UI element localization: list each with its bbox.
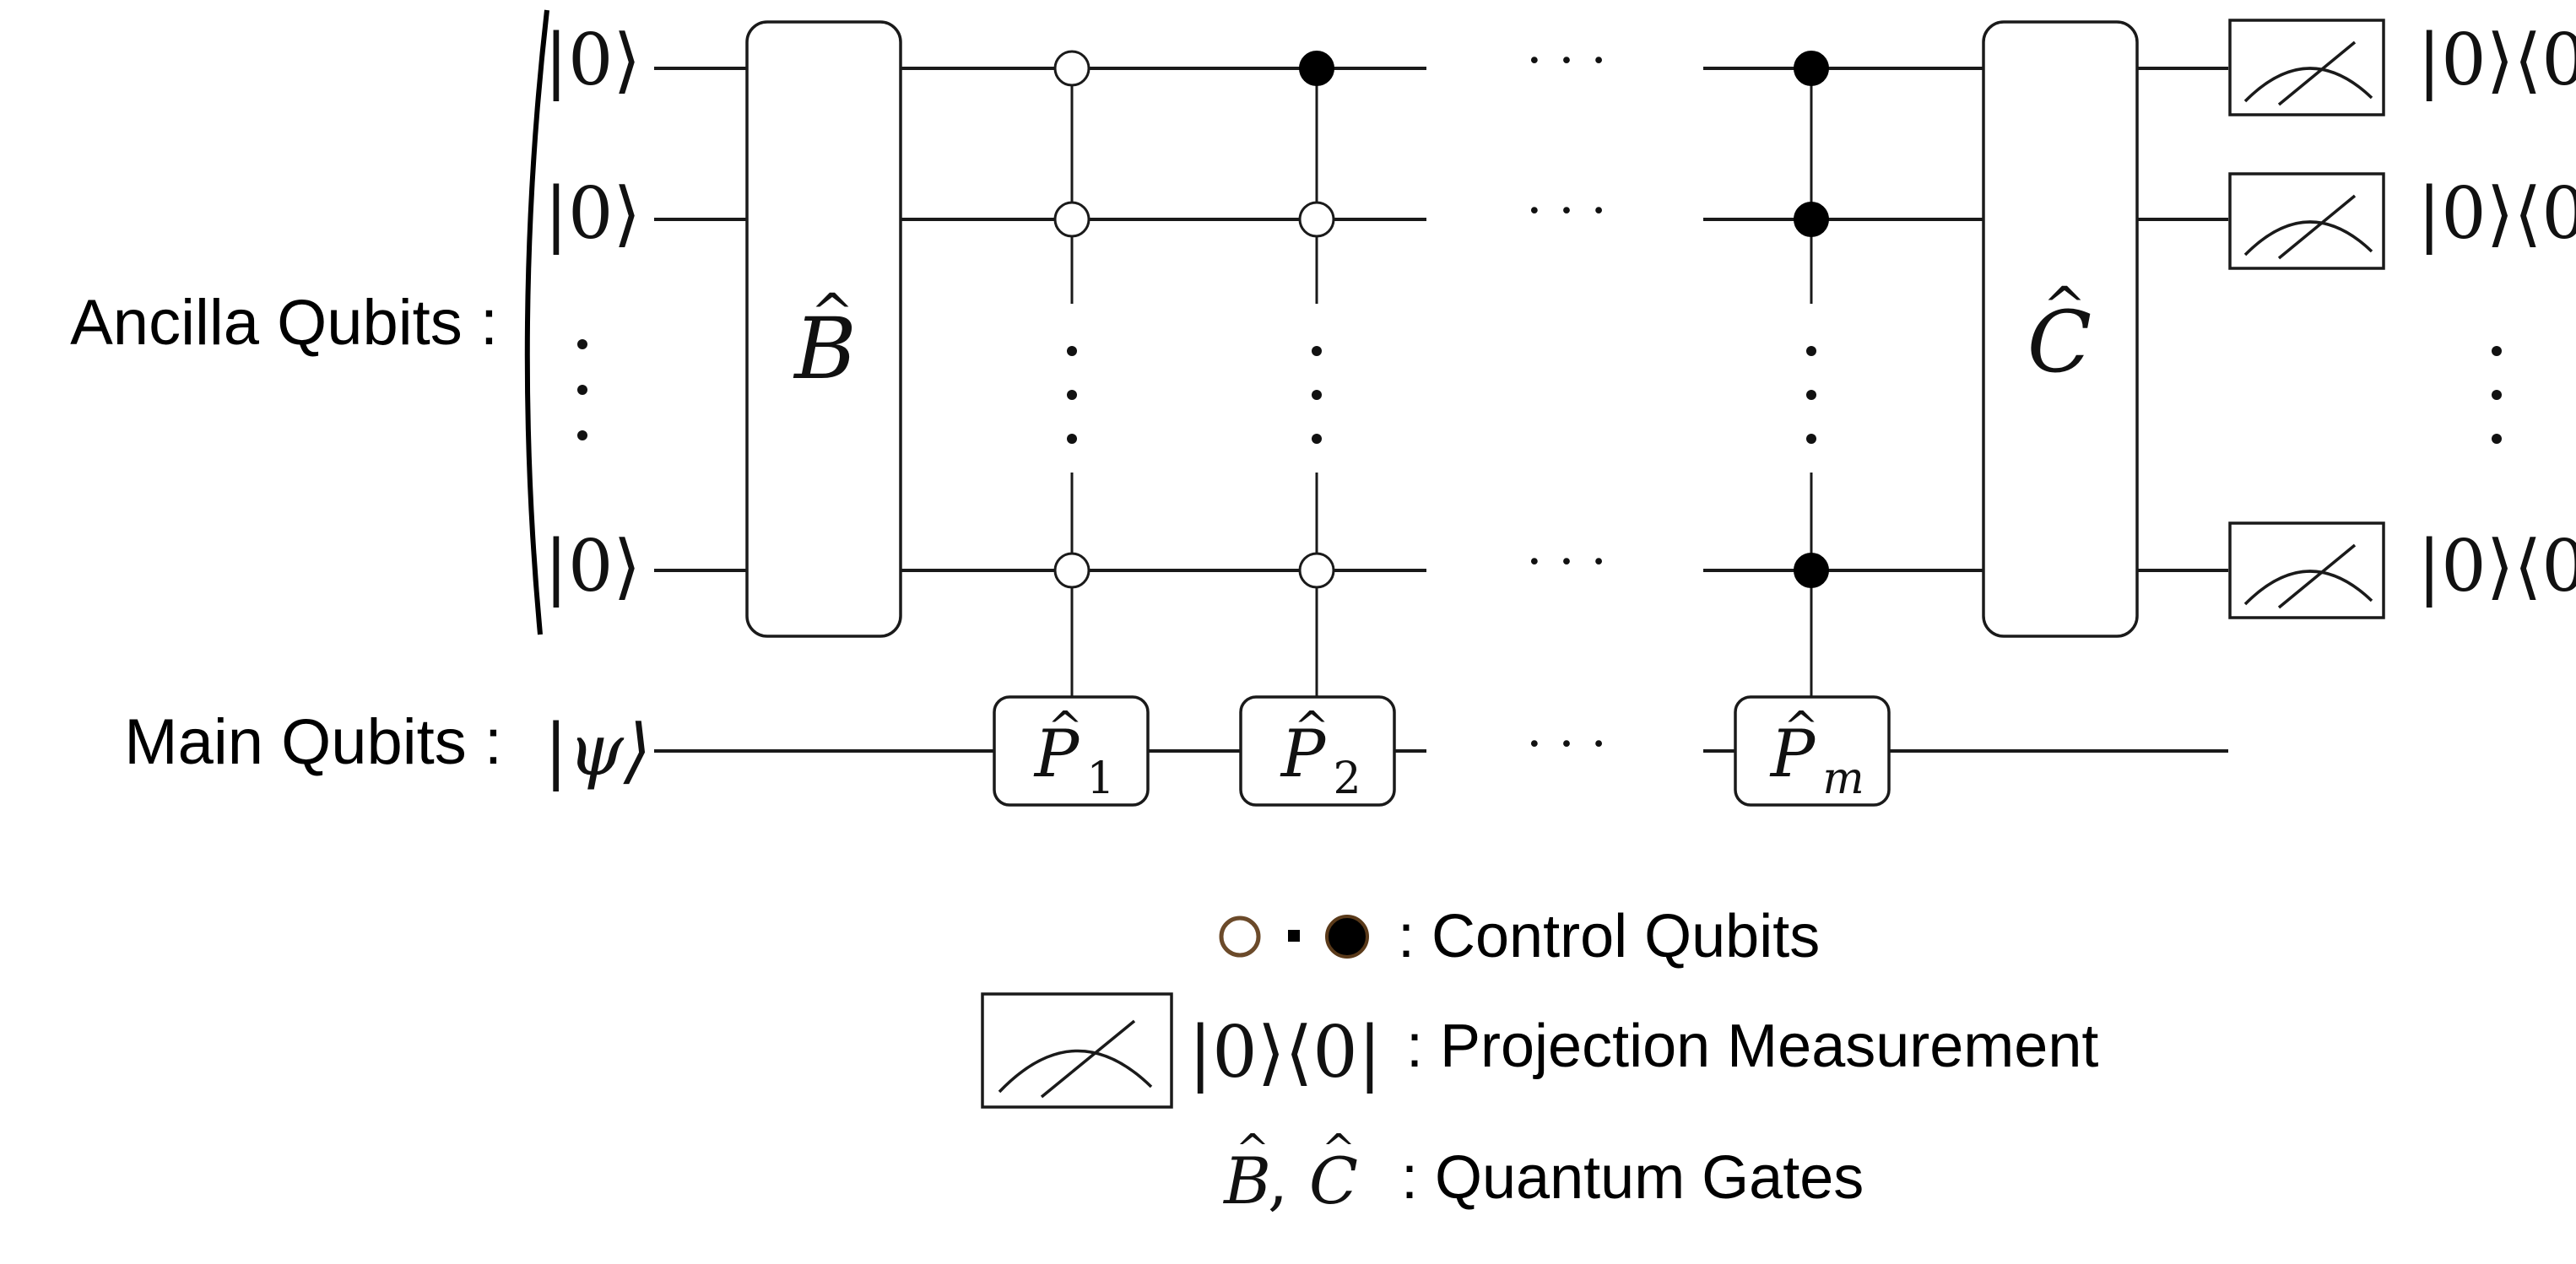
ellipsis-main: · · · [1526, 715, 1606, 774]
open-control-icon [1298, 552, 1335, 589]
filled-control-icon [1794, 553, 1829, 588]
svg-text:C: C [2027, 293, 2092, 392]
open-control-icon [1053, 50, 1090, 87]
output-label-2: |0⟩⟨0| [2417, 172, 2576, 255]
gate-p2: P ^ 2 [1239, 695, 1396, 807]
control-column-p2 [1298, 51, 1335, 697]
legend-control-qubits: : Control Qubits [1219, 903, 1820, 970]
measurement-meter-icon [981, 992, 1173, 1109]
control-column-pm [1794, 51, 1829, 697]
svg-text:,: , [1268, 1143, 1288, 1218]
svg-text:P: P [1033, 716, 1080, 792]
ellipsis-row-3: · · · [1526, 532, 1606, 591]
svg-text:B: B [1222, 1143, 1271, 1218]
svg-text:^: ^ [1322, 1126, 1356, 1173]
svg-text:: Control Qubits: : Control Qubits [1398, 903, 1820, 970]
open-control-icon [1053, 552, 1090, 589]
svg-text:B: B [793, 300, 857, 398]
filled-control-icon [1299, 51, 1334, 86]
svg-text:^: ^ [1236, 1126, 1269, 1173]
measurement-meter-icon [2228, 521, 2385, 619]
measurement-row-1 [2228, 19, 2385, 116]
filled-control-icon [1794, 51, 1829, 86]
svg-text:P: P [1280, 716, 1327, 792]
svg-text:P: P [1769, 716, 1816, 792]
legend-projection-measurement: |0⟩⟨0| : Projection Measurement [981, 992, 2098, 1109]
svg-text:^: ^ [1047, 702, 1083, 751]
control-column-p1 [1053, 50, 1090, 697]
open-control-icon [1298, 201, 1335, 238]
svg-text:^: ^ [1294, 702, 1329, 751]
svg-text:C: C [1309, 1143, 1358, 1218]
ellipsis-row-2: · · · [1526, 181, 1606, 240]
svg-text:: Quantum Gates: : Quantum Gates [1401, 1144, 1864, 1212]
svg-text:^: ^ [810, 282, 854, 343]
svg-text:^: ^ [1783, 702, 1819, 751]
gate-c: C ^ [1982, 20, 2139, 638]
svg-text:m: m [1822, 754, 1864, 804]
ancilla-input-state-1: |0⟩ [544, 19, 641, 101]
output-label-3: |0⟩⟨0| [2417, 525, 2576, 608]
legend-quantum-gates: B ^ , C ^ : Quantum Gates [1222, 1126, 1864, 1218]
svg-text:: Projection Measurement: : Projection Measurement [1406, 1013, 2098, 1080]
measurement-row-3 [2228, 521, 2385, 619]
main-input-state: |ψ⟩ [544, 709, 652, 791]
output-vertical-dots [2492, 346, 2502, 444]
gate-b: B ^ [745, 20, 902, 638]
open-control-icon [1053, 201, 1090, 238]
svg-text:|0⟩⟨0|: |0⟩⟨0| [1188, 1011, 1382, 1094]
gate-pm: P ^ m [1734, 695, 1891, 807]
filled-control-icon [1794, 202, 1829, 237]
ancilla-qubits-label: Ancilla Qubits : [70, 287, 498, 359]
measurement-row-2 [2228, 172, 2385, 270]
output-label-1: |0⟩⟨0| [2417, 19, 2576, 101]
svg-text:1: 1 [1086, 754, 1114, 804]
gate-p1: P ^ 1 [993, 695, 1150, 807]
svg-text:2: 2 [1333, 754, 1361, 804]
ancilla-input-state-3: |0⟩ [544, 525, 641, 608]
ellipsis-row-1: · · · [1526, 31, 1606, 90]
main-qubits-label: Main Qubits : [124, 706, 502, 778]
ancilla-bracket [524, 9, 549, 635]
filled-control-icon [1325, 915, 1369, 959]
open-control-icon [1219, 916, 1261, 958]
ancilla-input-vertical-dots [577, 339, 587, 440]
ancilla-input-state-2: |0⟩ [544, 172, 641, 255]
svg-text:^: ^ [2043, 275, 2086, 337]
